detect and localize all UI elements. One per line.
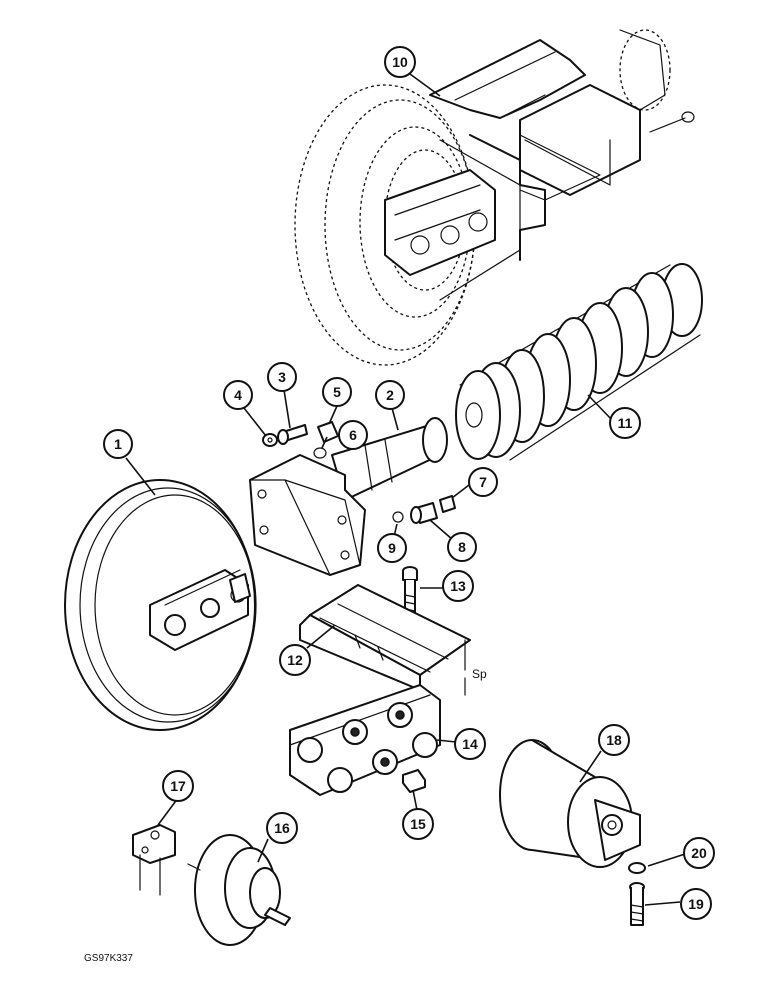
callout-11: 11 <box>609 407 641 439</box>
svg-text:9: 9 <box>388 540 396 556</box>
reference-code: GS97K337 <box>84 953 133 964</box>
callout-2: 2 <box>375 380 405 410</box>
part-2-piston-rod <box>249 417 448 576</box>
svg-text:19: 19 <box>688 896 704 912</box>
svg-text:2: 2 <box>386 387 394 403</box>
callout-19: 19 <box>680 888 712 920</box>
callout-17: 17 <box>162 770 194 802</box>
part-17-clamp <box>132 824 176 896</box>
callout-9: 9 <box>377 533 407 563</box>
callout-13: 13 <box>442 570 474 602</box>
callout-3: 3 <box>267 362 297 392</box>
dimension-label-sp: Sp <box>472 667 487 681</box>
svg-text:8: 8 <box>458 539 466 555</box>
callout-10: 10 <box>384 46 416 78</box>
svg-text:10: 10 <box>392 54 408 70</box>
part-12-track-shoe <box>299 584 471 696</box>
callout-5: 5 <box>322 377 352 407</box>
svg-text:20: 20 <box>691 845 707 861</box>
svg-text:17: 17 <box>170 778 186 794</box>
part-15-nut <box>402 769 426 793</box>
callout-15: 15 <box>402 808 434 840</box>
callout-20: 20 <box>683 837 715 869</box>
svg-text:3: 3 <box>278 369 286 385</box>
svg-text:18: 18 <box>606 732 622 748</box>
callout-18: 18 <box>598 724 630 756</box>
svg-text:11: 11 <box>618 415 633 431</box>
svg-text:5: 5 <box>333 384 341 400</box>
svg-text:7: 7 <box>479 474 487 490</box>
callout-7: 7 <box>468 467 498 497</box>
part-18-track-roller <box>499 739 641 868</box>
callout-1: 1 <box>103 429 133 459</box>
callout-6: 6 <box>338 420 368 450</box>
callout-14: 14 <box>454 728 486 760</box>
svg-text:12: 12 <box>287 652 303 668</box>
part-16-carrier-roller <box>187 834 291 946</box>
callout-16: 16 <box>266 812 298 844</box>
callout-4: 4 <box>223 380 253 410</box>
part-10-idler-yoke-assembly <box>294 29 695 366</box>
small-hardware <box>262 421 456 524</box>
part-19-20-bolt-washer <box>628 862 646 926</box>
part-1-front-idler <box>64 479 257 731</box>
svg-text:4: 4 <box>234 387 242 403</box>
callout-8: 8 <box>447 532 477 562</box>
leader-lines <box>125 73 686 906</box>
svg-text:14: 14 <box>462 736 478 752</box>
part-11-recoil-spring <box>455 263 703 461</box>
svg-text:13: 13 <box>450 578 466 594</box>
part-14-track-chain <box>289 684 441 796</box>
svg-text:6: 6 <box>349 427 357 443</box>
svg-text:16: 16 <box>274 820 290 836</box>
svg-text:1: 1 <box>114 436 122 452</box>
callout-12: 12 <box>279 644 311 676</box>
svg-text:15: 15 <box>410 816 426 832</box>
